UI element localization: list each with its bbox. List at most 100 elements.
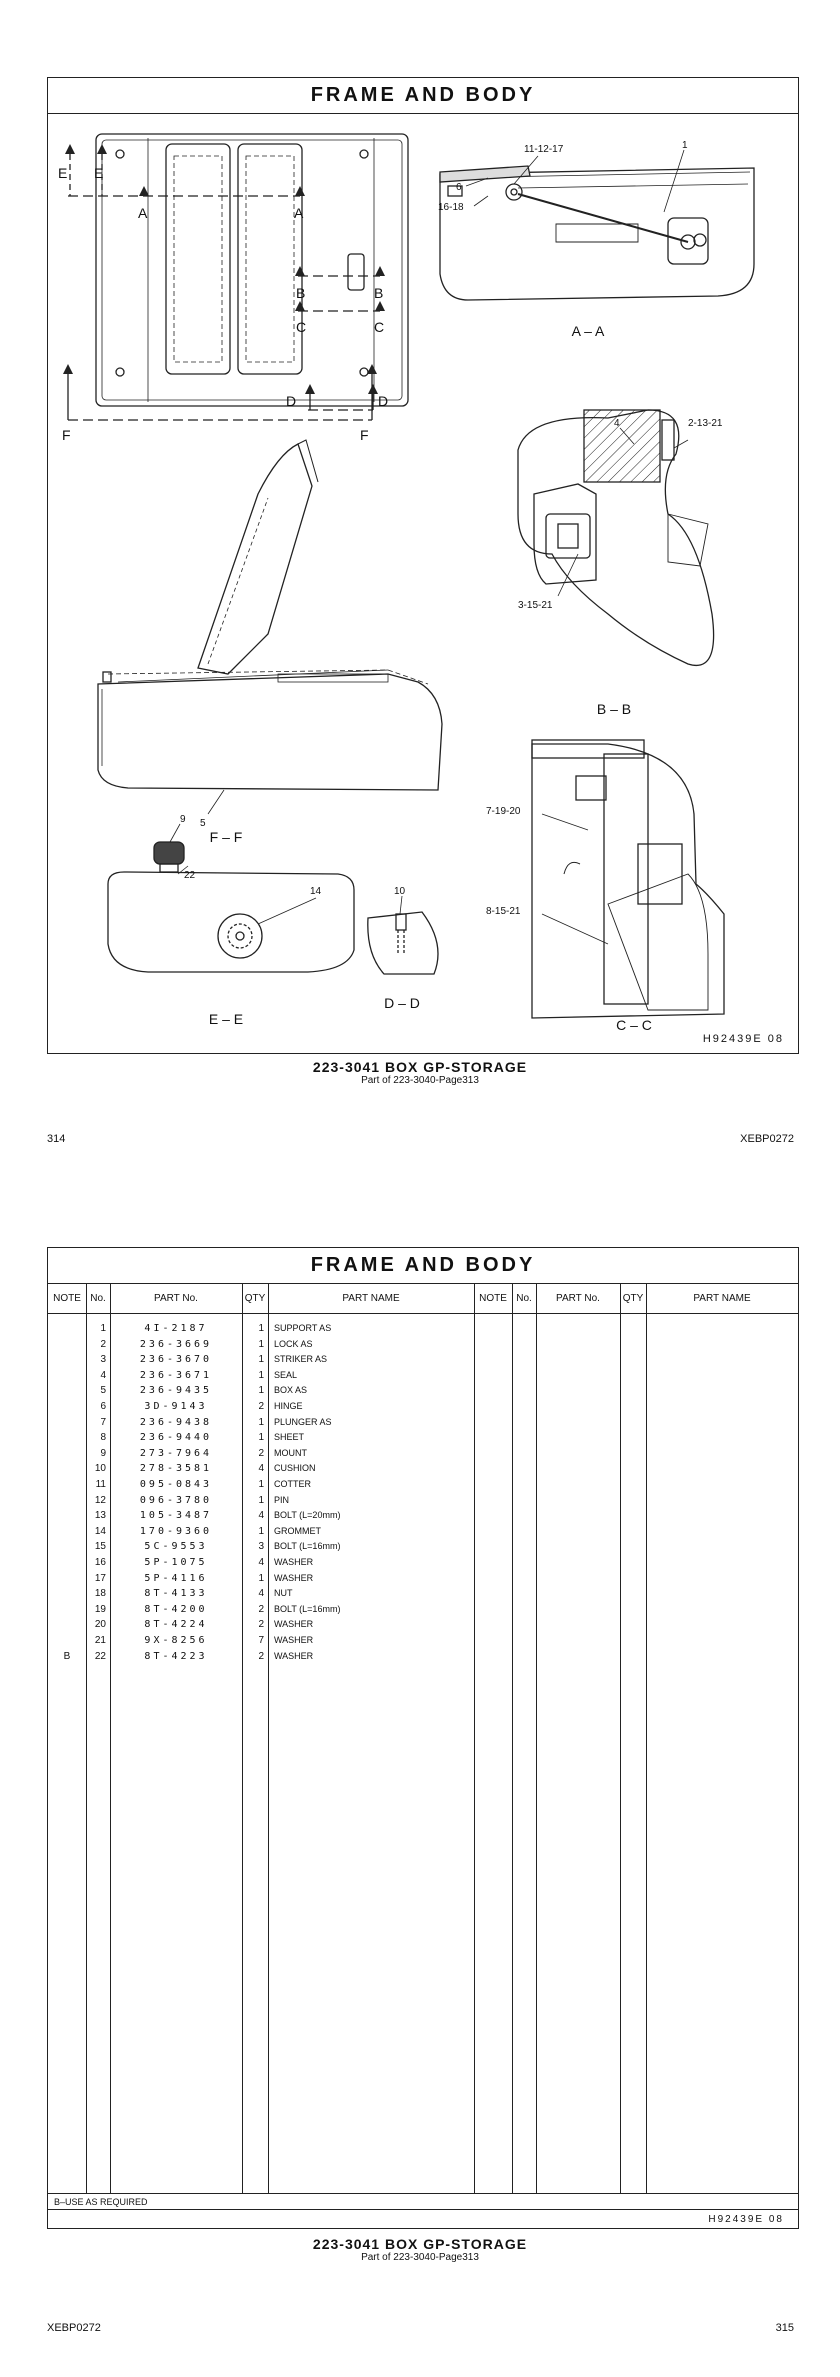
- cell-part-name: WASHER: [274, 1650, 314, 1661]
- callout-4: 4: [614, 418, 620, 429]
- view-b-b: [517, 409, 715, 666]
- cell-qty: 4: [258, 1510, 264, 1522]
- marker-b-left: B: [296, 285, 305, 301]
- cell-no: 20: [94, 1619, 106, 1631]
- cell-no: 9: [100, 1447, 106, 1459]
- marker-f-left: F: [62, 427, 71, 443]
- figure-code: H92439E 08: [702, 1033, 784, 1045]
- cell-qty: 2: [258, 1447, 264, 1459]
- cell-qty: 2: [258, 1603, 264, 1615]
- cell-qty: 2: [258, 1650, 264, 1662]
- footnote-divider: [48, 2193, 798, 2194]
- cell-part-name: SEAL: [274, 1369, 298, 1380]
- col-line: [474, 1283, 475, 2193]
- callout-6: 6: [456, 182, 462, 193]
- marker-d-left: D: [286, 393, 296, 409]
- page-number-left: 314: [47, 1133, 66, 1145]
- callout-1: 1: [682, 140, 688, 151]
- cell-part-no: 8T-4224: [144, 1619, 208, 1631]
- cell-no: 4: [100, 1369, 106, 1381]
- cell-part-name: LOCK AS: [274, 1338, 313, 1349]
- title-divider-parts: [48, 1283, 798, 1284]
- cell-qty: 1: [258, 1354, 264, 1366]
- cell-part-no: 236-3670: [139, 1354, 213, 1366]
- cell-part-no: 8T-4200: [144, 1603, 208, 1615]
- cell-part-no: 096-3780: [139, 1494, 213, 1506]
- callout-11-12-17: 11-12-17: [524, 144, 564, 155]
- cell-part-name: WASHER: [274, 1635, 314, 1645]
- cell-qty: 1: [258, 1385, 264, 1397]
- cell-no: 11: [95, 1479, 106, 1490]
- cell-no: 14: [94, 1525, 106, 1537]
- cell-qty: 1: [258, 1479, 264, 1490]
- col-line: [620, 1283, 621, 2193]
- cell-no: 2: [100, 1338, 106, 1350]
- cell-no: 16: [94, 1557, 106, 1568]
- callout-7-19-20: 7-19-20: [486, 806, 521, 817]
- cell-part-no: 236-9438: [139, 1416, 213, 1428]
- cell-no: 18: [94, 1588, 106, 1600]
- cell-part-no: 4I-2187: [144, 1323, 208, 1334]
- col-line: [110, 1283, 111, 2193]
- cell-qty: 1: [258, 1525, 264, 1537]
- cell-part-no: 3D-9143: [144, 1401, 208, 1412]
- cell-qty: 1: [258, 1369, 264, 1381]
- marker-e-left: E: [58, 165, 67, 181]
- cell-part-no: 8T-4133: [144, 1588, 208, 1600]
- illustration-frame: FRAME AND BODY: [47, 77, 799, 1054]
- cell-part-name: COTTER: [274, 1479, 311, 1489]
- view-d-d: [367, 911, 439, 975]
- table-row: 11 095-0843 1 COTTER: [48, 1477, 474, 1493]
- cell-note: B: [63, 1650, 71, 1662]
- cell-part-name: WASHER: [274, 1619, 314, 1630]
- cell-no: 19: [94, 1603, 106, 1615]
- cell-part-no: 9X-8256: [144, 1635, 208, 1646]
- caption-main: 223-3041 BOX GP-STORAGE: [312, 1059, 528, 1075]
- section-title: FRAME AND BODY: [310, 84, 536, 106]
- cell-no: 12: [94, 1494, 106, 1506]
- view-label-e-e: E – E: [209, 1011, 243, 1027]
- cell-no: 17: [94, 1572, 106, 1584]
- view-label-f-f: F – F: [210, 829, 243, 845]
- caption-bottom: 223-3041 BOX GP-STORAGE Part of 223-3040…: [0, 2236, 840, 2263]
- header-qty: QTY: [244, 1292, 266, 1304]
- callout-16-18: 16-18: [438, 202, 464, 213]
- cell-part-name: NUT: [274, 1588, 293, 1599]
- marker-a-right: A: [294, 205, 304, 221]
- cell-no: 13: [94, 1510, 106, 1522]
- doc-code-left: XEBP0272: [47, 2322, 101, 2334]
- callout-22: 22: [184, 870, 196, 881]
- cell-part-no: 236-3669: [139, 1338, 213, 1350]
- exploded-diagram: E E A A B B C C D D F F 11-12-17 1 6 16-…: [58, 133, 755, 1033]
- title-divider: [48, 113, 798, 114]
- marker-c-left: C: [296, 319, 306, 335]
- parts-list-frame: FRAME AND BODY NOTE No. PART No. QTY PAR…: [47, 1247, 799, 2229]
- cell-qty: 1: [258, 1416, 264, 1428]
- header-no: No.: [90, 1292, 106, 1304]
- doc-code-right: XEBP0272: [740, 1133, 794, 1145]
- header-part-no: PART No.: [154, 1292, 198, 1304]
- cell-part-no: 095-0843: [139, 1479, 213, 1490]
- cell-no: 21: [94, 1635, 106, 1646]
- view-c-c: [531, 739, 725, 1019]
- cell-qty: 4: [258, 1557, 264, 1568]
- col-line: [512, 1283, 513, 2193]
- cell-part-name: BOLT (L=20mm): [274, 1510, 341, 1521]
- caption-main-parts: 223-3041 BOX GP-STORAGE: [312, 2236, 528, 2252]
- figure-code-parts: H92439E 08: [708, 2214, 784, 2225]
- header-no-2: No.: [516, 1292, 532, 1304]
